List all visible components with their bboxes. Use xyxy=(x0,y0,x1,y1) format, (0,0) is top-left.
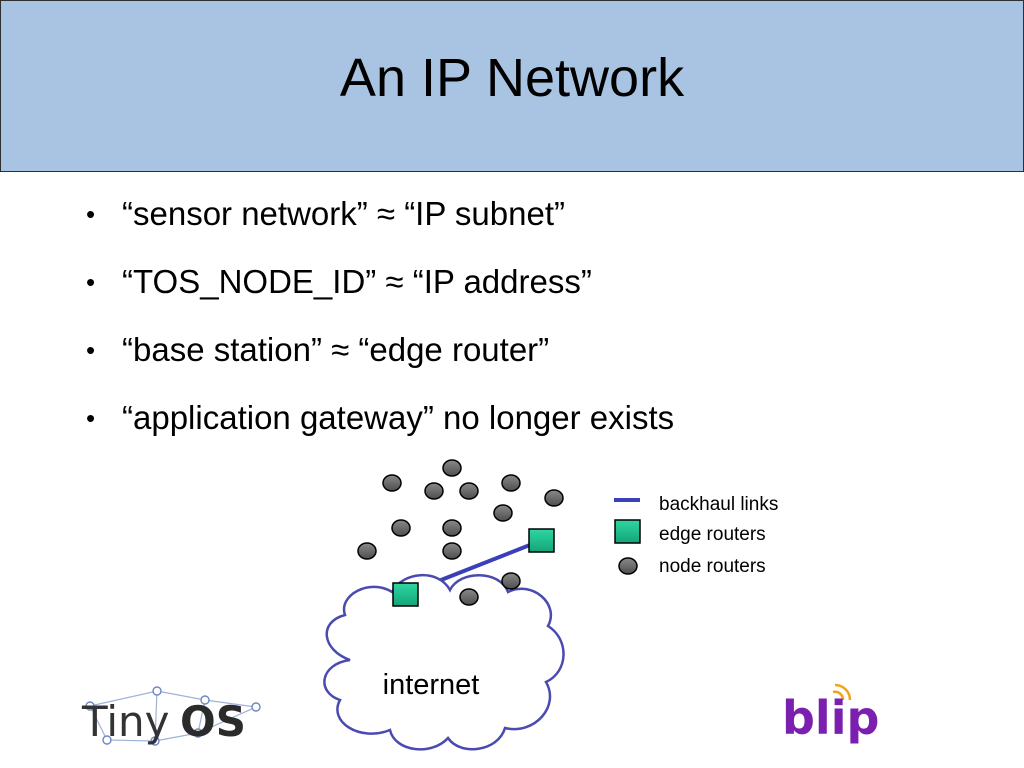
bullet-item: • “base station” ≈ “edge router” xyxy=(86,326,674,394)
bullet-text: “sensor network” ≈ “IP subnet” xyxy=(122,195,566,232)
blip-logo: blip xyxy=(782,683,879,745)
legend-node-label: node routers xyxy=(659,556,766,577)
node-router-icon xyxy=(501,572,521,590)
node-router-icon xyxy=(544,489,564,507)
bullet-icon: • xyxy=(86,199,96,229)
bullet-text: “application gateway” no longer exists xyxy=(122,399,675,436)
edge-router-icon xyxy=(392,582,419,607)
internet-cloud xyxy=(323,574,565,751)
node-router-legend-icon xyxy=(618,557,638,575)
edge-router-legend-icon xyxy=(614,519,641,544)
title-bar: An IP Network xyxy=(0,0,1024,172)
node-router-icon xyxy=(459,588,479,606)
node-router-icon xyxy=(442,459,462,477)
node-router-icon xyxy=(459,482,479,500)
cloud-label: internet xyxy=(383,669,480,701)
slide-title: An IP Network xyxy=(339,48,685,108)
tinyos-logo: Tiny OS xyxy=(81,686,261,746)
legend-backhaul-label: backhaul links xyxy=(659,494,778,515)
node-router-icon xyxy=(424,482,444,500)
node-router-icon xyxy=(382,474,402,492)
bullet-list: • “sensor network” ≈ “IP subnet” • “TOS_NO… xyxy=(86,190,674,462)
node-router-icon xyxy=(442,519,462,537)
node-routers xyxy=(357,459,564,606)
blip-logo-text: blip xyxy=(782,691,879,745)
bullet-icon: • xyxy=(86,403,96,433)
legend: backhaul links edge routers node routers xyxy=(614,494,778,577)
edge-router-icon xyxy=(528,528,555,553)
node-router-icon xyxy=(391,519,411,537)
node-router-icon xyxy=(501,474,521,492)
bullet-icon: • xyxy=(86,267,96,297)
tinyos-logo-tiny: Tiny xyxy=(81,697,170,746)
bullet-item: • “sensor network” ≈ “IP subnet” xyxy=(86,190,674,258)
bullet-text: “base station” ≈ “edge router” xyxy=(122,331,550,368)
bullet-icon: • xyxy=(86,335,96,365)
node-router-icon xyxy=(493,504,513,522)
tinyos-logo-os: OS xyxy=(180,697,246,746)
bullet-text: “TOS_NODE_ID” ≈ “IP address” xyxy=(122,263,592,300)
bullet-item: • “application gateway” no longer exists xyxy=(86,394,674,462)
node-router-icon xyxy=(357,542,377,560)
node-router-icon xyxy=(442,542,462,560)
bullet-item: • “TOS_NODE_ID” ≈ “IP address” xyxy=(86,258,674,326)
legend-edge-label: edge routers xyxy=(659,524,766,545)
